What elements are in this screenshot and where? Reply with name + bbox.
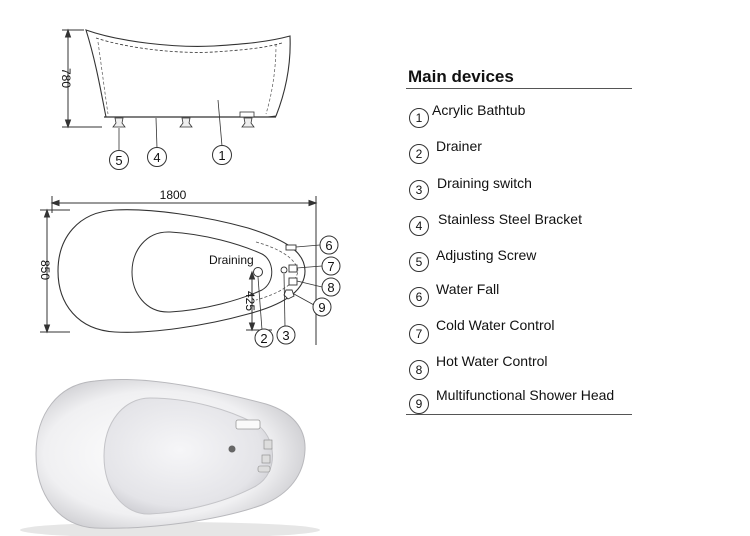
legend-item-cold-water-control: 7 Cold Water Control	[406, 304, 632, 344]
callout-8-top: 8	[321, 277, 341, 297]
legend-item-adjusting-screw: 5 Adjusting Screw	[406, 232, 632, 272]
legend-number: 9	[409, 394, 429, 414]
legend-number: 8	[409, 360, 429, 380]
callout-5-side: 5	[109, 150, 129, 170]
svg-text:9: 9	[318, 300, 325, 315]
legend-label: Multifunctional Shower Head	[436, 387, 615, 403]
svg-text:6: 6	[325, 238, 332, 253]
length-dimension-label: 1800	[160, 188, 187, 202]
render-control-hot	[263, 439, 273, 450]
adjusting-screw-feet	[112, 117, 255, 128]
render-waterfall	[235, 419, 261, 430]
render-drain	[228, 445, 236, 453]
legend-item-draining-switch: 3 Draining switch	[406, 160, 632, 200]
legend-number: 5	[409, 252, 429, 272]
tub-side-inner-wall	[97, 41, 277, 115]
length-dimension	[50, 196, 318, 345]
legend-label: Cold Water Control	[436, 317, 555, 333]
legend-title: Main devices	[408, 67, 514, 86]
legend-number: 7	[409, 324, 429, 344]
callout-4-side: 4	[147, 147, 167, 167]
legend-label: Water Fall	[436, 281, 500, 297]
legend-label: Adjusting Screw	[436, 247, 537, 263]
svg-text:8: 8	[327, 280, 334, 295]
drain-hole	[253, 267, 263, 277]
draining-label: Draining	[209, 253, 254, 267]
width-dimension	[40, 208, 70, 334]
legend-label: Acrylic Bathtub	[432, 102, 526, 118]
legend-item-stainless-steel-bracket: 4 Stainless Steel Bracket	[406, 196, 632, 236]
svg-text:7: 7	[327, 259, 334, 274]
legend-item-water-fall: 6 Water Fall	[406, 268, 632, 307]
render-shower-head	[257, 465, 271, 473]
legend-item-hot-water-control: 8 Hot Water Control	[406, 340, 632, 380]
legend-item-drainer: 2 Drainer	[406, 124, 632, 164]
side-leader-lines	[118, 99, 223, 150]
width-dimension-label: 850	[38, 260, 52, 280]
legend-label: Hot Water Control	[436, 353, 548, 369]
legend-bottom-rule	[406, 414, 632, 415]
legend-list: 1 Acrylic Bathtub 2 Drainer 3 Draining s…	[406, 89, 632, 414]
callout-1-side: 1	[212, 145, 232, 165]
legend-top-rule	[406, 88, 632, 89]
tub-top-inner	[131, 231, 273, 313]
legend-number: 2	[409, 144, 429, 164]
callout-2-top: 2	[254, 328, 274, 348]
main-devices-legend: Main devices 1 Acrylic Bathtub 2 Drainer…	[406, 66, 632, 415]
top-leader-lines	[257, 244, 323, 331]
callout-3-top: 3	[276, 325, 296, 345]
top-view: 1800 850 4	[38, 188, 341, 348]
svg-text:3: 3	[282, 328, 289, 343]
faucet-components	[280, 244, 298, 300]
callout-7-top: 7	[321, 256, 341, 276]
callout-9-top: 9	[312, 297, 332, 317]
svg-text:2: 2	[260, 331, 267, 346]
tub-top-deck	[255, 241, 299, 301]
legend-number: 3	[409, 180, 429, 200]
svg-text:1: 1	[218, 148, 225, 163]
legend-item-acrylic-bathtub: 1 Acrylic Bathtub	[406, 89, 632, 128]
tub-side-rim	[95, 37, 283, 53]
tub-side-outline	[85, 29, 291, 118]
bathtub-diagram: 780 5 4 1	[20, 28, 341, 536]
svg-text:4: 4	[153, 150, 160, 165]
callout-6-top: 6	[319, 235, 339, 255]
legend-label: Stainless Steel Bracket	[438, 211, 582, 227]
legend-label: Drainer	[436, 138, 482, 154]
bathtub-render	[20, 378, 320, 536]
svg-text:5: 5	[115, 153, 122, 168]
height-dimension	[62, 28, 102, 129]
legend-number: 6	[409, 287, 429, 307]
side-view: 780 5 4 1	[59, 28, 291, 170]
render-control-cold	[261, 454, 271, 464]
tub-side-drain-box	[239, 111, 255, 118]
height-dimension-label: 780	[59, 68, 73, 88]
legend-number: 1	[409, 108, 429, 128]
legend-number: 4	[409, 216, 429, 236]
render-inner-basin	[103, 397, 273, 515]
legend-item-multifunctional-shower-head: 9 Multifunctional Shower Head	[406, 376, 632, 414]
legend-label: Draining switch	[437, 175, 532, 191]
drain-offset-label: 425	[243, 291, 257, 311]
